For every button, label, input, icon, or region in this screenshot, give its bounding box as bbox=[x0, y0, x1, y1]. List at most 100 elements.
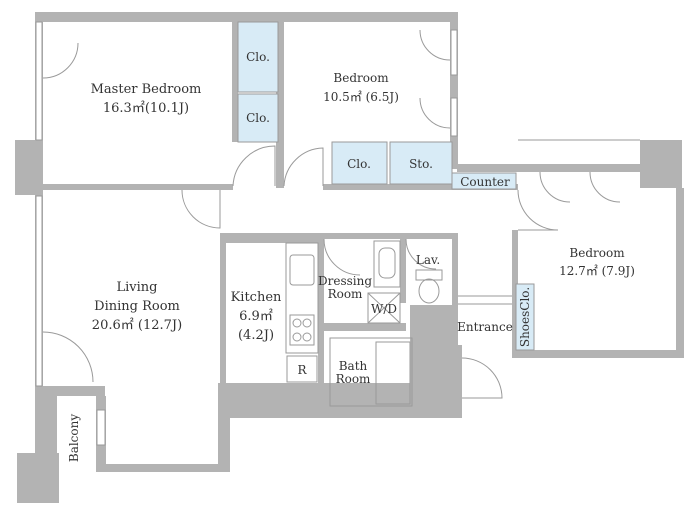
door-living bbox=[181, 189, 221, 229]
door-entrance bbox=[461, 357, 503, 399]
label-kitchen-area: 6.9㎡ bbox=[239, 309, 273, 324]
label-bath-1: Bath bbox=[339, 359, 368, 373]
door-east-top-1 bbox=[539, 171, 571, 203]
washer-dryer-box bbox=[367, 292, 401, 324]
window-north-bedroom bbox=[450, 29, 458, 76]
label-living-2: Dining Room bbox=[94, 299, 180, 314]
window-north-bedroom-2 bbox=[450, 97, 458, 137]
toilet-bowl bbox=[418, 278, 440, 304]
wall-master-closets bbox=[232, 22, 238, 142]
door-master bbox=[232, 145, 276, 187]
label-storage: Sto. bbox=[409, 157, 433, 171]
fixtures bbox=[285, 139, 640, 407]
label-shoes-closet: ShoesClo. bbox=[518, 287, 532, 347]
wall-east-left bbox=[512, 230, 518, 358]
label-counter: Counter bbox=[460, 175, 510, 189]
windows bbox=[35, 21, 458, 446]
window-master bbox=[35, 21, 43, 141]
label-north-bedroom: Bedroom bbox=[333, 71, 389, 85]
label-master-bedroom: Master Bedroom bbox=[91, 82, 202, 97]
wall-entrance-left bbox=[442, 345, 462, 418]
label-closet-2: Clo. bbox=[246, 111, 270, 125]
kitchen-sink bbox=[289, 254, 315, 286]
refrigerator-box bbox=[286, 355, 318, 383]
door-east-bedroom bbox=[517, 189, 559, 231]
door-east-top-2 bbox=[589, 171, 621, 203]
label-living-1: Living bbox=[117, 280, 158, 295]
label-closet-3: Clo. bbox=[347, 157, 371, 171]
label-kitchen-tatami: (4.2J) bbox=[238, 328, 274, 343]
label-washer-dryer: W/D bbox=[371, 302, 397, 316]
label-master-bedroom-area: 16.3㎡(10.1J) bbox=[103, 101, 189, 116]
door-lav bbox=[405, 238, 437, 270]
wall-balcony-top bbox=[35, 386, 105, 396]
wall-living-bottom-step bbox=[218, 383, 230, 471]
wall-master-partition bbox=[276, 22, 284, 188]
wall-lav-left bbox=[400, 233, 406, 303]
storage-north-bedroom bbox=[389, 141, 453, 185]
stove-burner-2 bbox=[302, 318, 312, 328]
kitchen-counter bbox=[285, 242, 319, 354]
wall-kitchen-right bbox=[318, 233, 324, 388]
door-north-bedroom-window bbox=[419, 29, 451, 61]
wall-north-bedroom-bottom bbox=[323, 184, 518, 190]
label-bath-2: Room bbox=[336, 372, 371, 386]
wall-corridor-left-stub bbox=[182, 184, 222, 190]
label-east-bedroom: Bedroom bbox=[569, 246, 625, 260]
wall-east-right bbox=[676, 188, 684, 358]
counter-box bbox=[451, 172, 517, 190]
label-closet-1: Clo. bbox=[246, 50, 270, 64]
label-lav: Lav. bbox=[416, 253, 440, 267]
stove-burner-1 bbox=[292, 318, 302, 328]
wall-balcony-left bbox=[35, 396, 57, 456]
wall-top bbox=[35, 12, 457, 22]
toilet-tank bbox=[415, 269, 443, 281]
wall-north-bedroom-right bbox=[450, 12, 458, 169]
wall-master-bottom bbox=[43, 184, 233, 190]
wd-cross-2 bbox=[367, 292, 401, 324]
label-dressing-2: Room bbox=[328, 287, 363, 301]
column-bottom-left bbox=[17, 453, 59, 503]
wall-corridor-top bbox=[457, 164, 642, 172]
label-refrigerator: R bbox=[297, 363, 307, 377]
door-living-window-swing bbox=[42, 331, 94, 383]
column-right bbox=[640, 140, 682, 188]
window-balcony bbox=[96, 409, 106, 446]
doors bbox=[42, 29, 621, 399]
door-north-bedroom bbox=[283, 147, 324, 187]
door-dressing bbox=[323, 238, 361, 276]
closet-master-2 bbox=[237, 93, 279, 143]
closet-master-1 bbox=[237, 21, 279, 93]
shoes-closet-box bbox=[515, 283, 535, 351]
walls bbox=[15, 12, 684, 503]
wall-dressing-bottom bbox=[324, 323, 406, 331]
kitchen-stove bbox=[289, 314, 315, 346]
wall-kitchen-top bbox=[220, 233, 320, 243]
column-left bbox=[15, 140, 43, 195]
stove-burner-4 bbox=[302, 332, 312, 342]
stove-burner-3 bbox=[292, 332, 302, 342]
wall-dressing-top bbox=[318, 233, 458, 239]
door-north-bedroom-window-2 bbox=[419, 97, 451, 129]
wall-east-bottom bbox=[518, 350, 684, 358]
dressing-sink bbox=[373, 240, 401, 288]
wall-kitchen-left bbox=[220, 233, 226, 383]
closet-north-bedroom bbox=[331, 141, 388, 185]
label-north-bedroom-area: 10.5㎡ (6.5J) bbox=[323, 90, 399, 104]
labels: Master Bedroom 16.3㎡(10.1J) Bedroom 10.5… bbox=[67, 50, 635, 462]
label-east-bedroom-area: 12.7㎡ (7.9J) bbox=[559, 264, 635, 278]
label-entrance: Entrance bbox=[457, 320, 513, 334]
wall-kitchen-bottom bbox=[220, 383, 330, 418]
window-living bbox=[35, 195, 43, 387]
bathtub bbox=[375, 341, 411, 405]
label-balcony: Balcony bbox=[67, 414, 81, 462]
dressing-basin bbox=[378, 247, 396, 279]
wall-lav-right bbox=[452, 233, 458, 348]
door-master-window-swing bbox=[42, 42, 79, 79]
wall-living-bottom bbox=[100, 464, 230, 472]
bathroom-outline bbox=[329, 337, 413, 407]
label-living-area: 20.6㎡ (12.7J) bbox=[92, 318, 182, 333]
label-dressing-1: Dressing bbox=[318, 274, 372, 288]
label-kitchen: Kitchen bbox=[231, 290, 282, 305]
